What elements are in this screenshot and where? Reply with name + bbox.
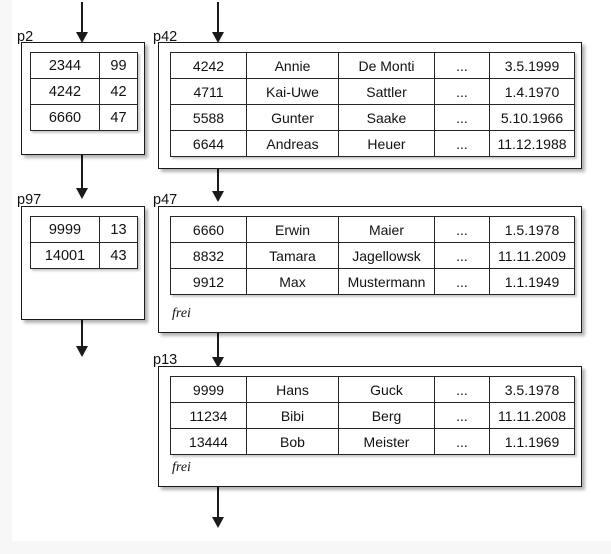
cell-firstname: Erwin bbox=[246, 216, 339, 243]
arrow-p2-to-p97 bbox=[75, 155, 89, 200]
cell-date: 11.12.1988 bbox=[489, 130, 575, 157]
cell-id: 9999 bbox=[170, 376, 247, 403]
free-space-label-p47: frei bbox=[172, 306, 191, 321]
cell-more: ... bbox=[434, 216, 490, 243]
arrow-into-p42 bbox=[211, 2, 225, 44]
cell-lastname: Meister bbox=[338, 428, 435, 455]
table-p47: 6660 Erwin Maier ... 1.5.1978 8832 Tamar… bbox=[170, 216, 575, 295]
cell-id: 8832 bbox=[170, 242, 247, 269]
table-row: 5588 Gunter Saake ... 5.10.1966 bbox=[170, 104, 575, 131]
cell-date: 1.1.1969 bbox=[489, 428, 575, 455]
cell-lastname: Berg bbox=[338, 402, 435, 429]
cell-pointer: 42 bbox=[99, 78, 138, 105]
cell-firstname: Annie bbox=[246, 52, 339, 79]
cell-more: ... bbox=[434, 242, 490, 269]
block-label-p47: p47 bbox=[153, 192, 178, 208]
cell-id: 6644 bbox=[170, 130, 247, 157]
block-label-p97: p97 bbox=[17, 192, 42, 208]
cell-firstname: Kai-Uwe bbox=[246, 78, 339, 105]
table-row: 9912 Max Mustermann ... 1.1.1949 bbox=[170, 268, 575, 295]
cell-id: 11234 bbox=[170, 402, 247, 429]
cell-lastname: Saake bbox=[338, 104, 435, 131]
cell-more: ... bbox=[434, 428, 490, 455]
cell-more: ... bbox=[434, 78, 490, 105]
cell-date: 1.1.1949 bbox=[489, 268, 575, 295]
table-row: 2344 99 bbox=[30, 52, 138, 79]
cell-firstname: Hans bbox=[246, 376, 339, 403]
cell-id: 6660 bbox=[170, 216, 247, 243]
cell-firstname: Max bbox=[246, 268, 339, 295]
table-row: 9999 Hans Guck ... 3.5.1978 bbox=[170, 376, 575, 403]
block-label-p42: p42 bbox=[153, 29, 178, 45]
table-p2: 2344 99 4242 42 6660 47 bbox=[30, 52, 138, 131]
cell-lastname: Heuer bbox=[338, 130, 435, 157]
arrow-into-p2 bbox=[75, 2, 89, 44]
arrow-out-p13 bbox=[211, 487, 225, 529]
cell-firstname: Bob bbox=[246, 428, 339, 455]
table-row: 6660 47 bbox=[30, 104, 138, 131]
arrow-p47-to-p13 bbox=[211, 333, 225, 369]
cell-more: ... bbox=[434, 268, 490, 295]
arrow-out-p97 bbox=[75, 320, 89, 358]
block-label-p13: p13 bbox=[153, 352, 178, 368]
cell-id: 13444 bbox=[170, 428, 247, 455]
cell-firstname: Andreas bbox=[246, 130, 339, 157]
cell-more: ... bbox=[434, 402, 490, 429]
cell-pointer: 43 bbox=[99, 242, 138, 269]
cell-id: 4711 bbox=[170, 78, 247, 105]
table-p13: 9999 Hans Guck ... 3.5.1978 11234 Bibi B… bbox=[170, 376, 575, 455]
cell-key: 9999 bbox=[30, 216, 100, 243]
cell-key: 2344 bbox=[30, 52, 100, 79]
cell-key: 14001 bbox=[30, 242, 100, 269]
cell-date: 1.4.1970 bbox=[489, 78, 575, 105]
cell-lastname: Maier bbox=[338, 216, 435, 243]
free-space-label-p13: frei bbox=[172, 460, 191, 475]
table-p97: 9999 13 14001 43 bbox=[30, 216, 138, 269]
cell-firstname: Tamara bbox=[246, 242, 339, 269]
cell-lastname: Mustermann bbox=[338, 268, 435, 295]
table-row: 4242 42 bbox=[30, 78, 138, 105]
cell-date: 1.5.1978 bbox=[489, 216, 575, 243]
cell-key: 6660 bbox=[30, 104, 100, 131]
table-p42: 4242 Annie De Monti ... 3.5.1999 4711 Ka… bbox=[170, 52, 575, 157]
cell-firstname: Bibi bbox=[246, 402, 339, 429]
cell-more: ... bbox=[434, 376, 490, 403]
table-row: 13444 Bob Meister ... 1.1.1969 bbox=[170, 428, 575, 455]
table-row: 6644 Andreas Heuer ... 11.12.1988 bbox=[170, 130, 575, 157]
cell-pointer: 99 bbox=[99, 52, 138, 79]
table-row: 4711 Kai-Uwe Sattler ... 1.4.1970 bbox=[170, 78, 575, 105]
cell-more: ... bbox=[434, 52, 490, 79]
cell-id: 4242 bbox=[170, 52, 247, 79]
cell-more: ... bbox=[434, 104, 490, 131]
cell-date: 11.11.2008 bbox=[489, 402, 575, 429]
cell-lastname: Guck bbox=[338, 376, 435, 403]
cell-id: 9912 bbox=[170, 268, 247, 295]
cell-lastname: Jagellowsk bbox=[338, 242, 435, 269]
cell-key: 4242 bbox=[30, 78, 100, 105]
block-label-p2: p2 bbox=[17, 29, 34, 45]
table-row: 8832 Tamara Jagellowsk ... 11.11.2009 bbox=[170, 242, 575, 269]
cell-date: 5.10.1966 bbox=[489, 104, 575, 131]
table-row: 6660 Erwin Maier ... 1.5.1978 bbox=[170, 216, 575, 243]
cell-more: ... bbox=[434, 130, 490, 157]
cell-date: 3.5.1978 bbox=[489, 376, 575, 403]
table-row: 9999 13 bbox=[30, 216, 138, 243]
cell-pointer: 47 bbox=[99, 104, 138, 131]
table-row: 11234 Bibi Berg ... 11.11.2008 bbox=[170, 402, 575, 429]
cell-firstname: Gunter bbox=[246, 104, 339, 131]
cell-date: 3.5.1999 bbox=[489, 52, 575, 79]
table-row: 14001 43 bbox=[30, 242, 138, 269]
arrow-p42-to-p47 bbox=[211, 169, 225, 203]
cell-date: 11.11.2009 bbox=[489, 242, 575, 269]
table-row: 4242 Annie De Monti ... 3.5.1999 bbox=[170, 52, 575, 79]
cell-pointer: 13 bbox=[99, 216, 138, 243]
cell-lastname: De Monti bbox=[338, 52, 435, 79]
cell-id: 5588 bbox=[170, 104, 247, 131]
cell-lastname: Sattler bbox=[338, 78, 435, 105]
